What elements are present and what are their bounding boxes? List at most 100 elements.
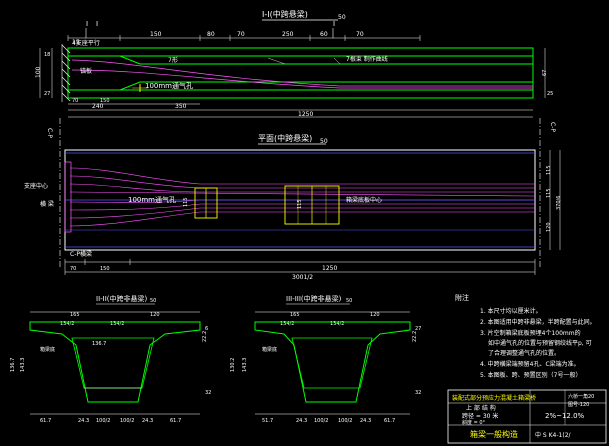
section-mark-a: I (86, 20, 88, 28)
sec3-bot-6: 61.7 (384, 418, 395, 424)
tb-project: 装配式部分预应力混凝土箱梁桥 (452, 394, 536, 402)
tb-drawing-no: 六桥一角20 (568, 393, 594, 400)
elev-dim-bot-3: 240 (92, 103, 104, 110)
notes-block: 附注 1. 本尺寸均以厘米计。 2. 本图适用中跨非悬梁，半跨配置与此同。 3.… (455, 293, 596, 379)
plan-scale: 50 (320, 138, 328, 145)
sec2-vert-3: 22.2 (202, 331, 208, 342)
sec3-title: III-III(中跨非悬梁) (286, 294, 342, 303)
elev-dim-top-1: 150 (150, 31, 162, 38)
plan-dim-bot-4: 1250 (322, 265, 337, 272)
elev-left-dim-1: 100 (35, 66, 42, 78)
plan-label-cp-beam: C-P横梁 (70, 250, 92, 258)
axis-right-label: C-P (549, 122, 556, 132)
tb-code: 中 S K4-1(2/ (535, 431, 572, 439)
section-ii: II-II(中跨非悬梁) 50 165 120 134/2 134/2 箱梁底 … (10, 294, 211, 424)
elev-label-support: 4支座平行 (72, 39, 100, 47)
elev-dim-bot-1: 70 (72, 98, 78, 104)
plan-label-vent: 100mm通气孔 (128, 195, 176, 204)
sec2-bot-2: 24.3 (78, 418, 89, 424)
plan-vert-dim-3: 370/6 (556, 196, 562, 210)
elev-dim-bot-4: 350 (175, 103, 187, 110)
elev-right-dim-1: 67 (542, 70, 548, 76)
sec3-bot-5: 24.3 (360, 418, 371, 424)
sec2-bot-4: 100/2 (120, 418, 134, 424)
notes-heading: 附注 (455, 293, 469, 302)
elev-dim-top-2: 80 (207, 31, 215, 38)
plan-inner-dim-1: 115 (183, 197, 189, 207)
plan-vert-dim-1: 115 (546, 165, 552, 175)
sec2-bot-5: 24.3 (142, 418, 153, 424)
elev-label-tendon7: 7形 (168, 56, 178, 64)
plan-label-crossbeam: 横 梁 (40, 200, 54, 208)
tb-sheet-no: 图号-120 (568, 402, 589, 408)
sec3-vert-3: 22.2 (412, 331, 418, 342)
elev-label-tendon-curve: 7根束 制作曲线 (346, 55, 388, 63)
sec2-vert-1: 136.7 (10, 358, 16, 372)
elevation-view: I-I(中跨悬梁) 50 I I I 150 80 70 250 60 70 1… (35, 9, 553, 118)
note-5: 5. 本图板、跨、预置区别（7号一般） (480, 371, 581, 379)
sec3-scale: 50 (346, 298, 352, 304)
elev-dim-15: 15 (72, 39, 80, 46)
note-3c: 了合理调整通气孔的位置。 (488, 349, 560, 357)
elev-left-dim-2: 18 (44, 52, 50, 58)
sec3-vert-4: 27 (415, 326, 421, 332)
sec2-label-inner: 136.7 (92, 341, 106, 347)
section-mark-b: I (96, 20, 98, 28)
elev-left-dim-3: 27 (44, 91, 50, 97)
sec2-dim-2: 120 (150, 312, 160, 318)
sec2-vert-2: 143.3 (20, 358, 26, 372)
sec2-scale: 50 (150, 298, 156, 304)
tb-span: 跨径 = 30 米 (462, 412, 498, 420)
sec2-dim-1: 165 (70, 312, 80, 318)
sec2-bot-6: 61.7 (170, 418, 181, 424)
elev-right-dim-2: 25 (547, 91, 553, 97)
elevation-title: I-I(中跨悬梁) (262, 9, 308, 19)
sec3-bot-3: 100/2 (314, 418, 328, 424)
title-block: 装配式部分预应力混凝土箱梁桥 上 部 结 构 跨径 = 30 米 斜度 = 0°… (447, 389, 607, 444)
tb-slope: 2%~12.0% (545, 412, 585, 420)
note-2: 2. 本图适用中跨非悬梁，半跨配置与此同。 (480, 318, 596, 326)
elev-dim-bot-2: 150 (100, 98, 110, 104)
sec3-vert-2: 143.3 (242, 358, 248, 372)
plan-view: C-P C-P 平面(中跨悬梁) 50 支 (24, 118, 562, 281)
tb-drawing-name: 箱梁一般构造 (470, 429, 518, 439)
sec3-dim-2: 120 (370, 312, 380, 318)
sec3-bot-4: 100/2 (338, 418, 352, 424)
plan-title: 平面(中跨悬梁) (258, 133, 312, 143)
sec2-vert-5: 32 (205, 390, 211, 396)
elev-label-vent: 100mm通气孔 (145, 81, 193, 90)
sec2-dim-4: 134/2 (110, 321, 124, 327)
sec3-vert-5: 32 (415, 390, 421, 396)
plan-vert-dim-2: 115 (546, 188, 552, 198)
elev-dim-top-3: 70 (237, 31, 245, 38)
elev-dim-top-5: 60 (320, 31, 328, 38)
note-3b: 如中通气孔的位置与预留钢绞线平p, 可 (488, 339, 592, 347)
sec3-bot-2: 24.3 (296, 418, 307, 424)
note-1: 1. 本尺寸均以厘米计。 (480, 307, 542, 315)
sec2-bot-1: 61.7 (40, 418, 51, 424)
note-3: 3. 片空制箱梁底板预埋4个100mm的 (480, 329, 581, 337)
note-4: 4. 中跨横梁端预留4孔、C梁端为准。 (480, 360, 580, 368)
plan-vert-dim-4: 120 (546, 222, 552, 232)
sec2-vert-4: 6 (205, 326, 208, 332)
section-iii: III-III(中跨非悬梁) 50 165 120 134/2 134/2 箱梁… (230, 294, 421, 424)
elev-total-width: 1250 (298, 111, 313, 118)
sec2-bot-3: 100/2 (96, 418, 110, 424)
plan-dim-bot-1: 70 (70, 266, 76, 272)
plan-inner-dim-2: 115 (297, 199, 303, 209)
sec2-title: II-II(中跨非悬梁) (96, 294, 148, 303)
elev-label-anchor: 锚板 (80, 67, 92, 75)
sec3-dim-1: 165 (290, 312, 300, 318)
sec3-bot-1: 51.7 (262, 418, 273, 424)
elev-dim-top-6: 70 (356, 31, 364, 38)
sec3-dim-4: 134/2 (330, 321, 344, 327)
axis-left-label: C-P (46, 128, 53, 138)
plan-label-bottom-center: 箱梁底板中心 (346, 196, 382, 204)
sec2-label-bottom: 箱梁底 (40, 346, 55, 353)
sec3-label-bottom: 箱梁底 (262, 346, 277, 353)
sec3-vert-1: 130.2 (230, 358, 236, 372)
plan-label-support-center: 支座中心 (24, 182, 48, 190)
tb-sub: 上 部 结 构 (466, 404, 496, 412)
elevation-scale: 50 (338, 14, 346, 21)
